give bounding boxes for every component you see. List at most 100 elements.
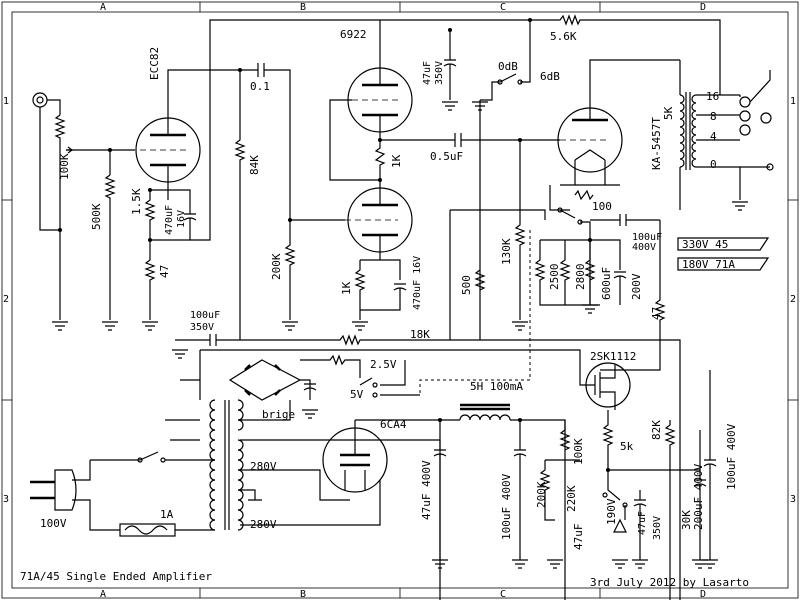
cap-600u (613, 271, 627, 305)
label-r47-b: 47 (650, 307, 663, 320)
label-c100u-400a: 100uF 400V (500, 473, 513, 540)
label-c05u: 0.5uF (430, 150, 463, 163)
output-transformer (679, 60, 741, 210)
resistor-500 (474, 269, 486, 291)
tube-6922-upper (329, 20, 413, 181)
col-label-c: C (500, 2, 506, 13)
col-label-d-bottom: D (700, 589, 706, 600)
resistor-1k-a (374, 140, 386, 180)
label-r47-a: 47 (158, 265, 171, 278)
label-r500: 500 (460, 275, 473, 295)
col-label-d: D (700, 2, 706, 13)
row-label-3: 3 (3, 494, 9, 505)
label-r18k: 18K (410, 328, 430, 341)
label-6ca4: 6CA4 (380, 418, 407, 431)
label-r200k-a: 200K (270, 253, 283, 280)
wire-cathode-ecc82 (150, 189, 191, 210)
resistor-100 (574, 189, 594, 201)
label-v100: 100V (40, 517, 67, 530)
power-switch (90, 451, 215, 461)
cap-47u-c (633, 490, 647, 560)
fil-voltage-switch (359, 360, 420, 396)
resistor-1k5 (144, 190, 156, 250)
label-r200k-b: 200K (535, 481, 548, 508)
label-r30k: 30K (680, 510, 693, 530)
col-label-b: B (300, 2, 306, 13)
cap-470u-b (360, 283, 407, 311)
label-r1k-a: 1K (390, 154, 403, 168)
diagram-credit: 3rd July 2012 by Lasarto (590, 576, 749, 589)
label-c600u: 600uF (600, 267, 613, 300)
cap-200u (693, 470, 707, 560)
cap-100u-400a (513, 420, 527, 560)
label-c100u-a: 100uF (632, 232, 662, 243)
resistor-alt (584, 240, 596, 305)
label-c100u-400b: 100uF 400V (725, 423, 738, 490)
label-c600u-v: 200V (630, 273, 643, 300)
col-label-a: A (100, 2, 106, 13)
resistor-2500 (534, 240, 600, 306)
label-r100k-b: 100K (572, 438, 585, 465)
cap-100u-400b (703, 370, 717, 560)
power-transformer (209, 399, 244, 531)
label-r220k: 220K (565, 485, 578, 512)
label-c47u-400: 47uF 400V (420, 460, 433, 520)
col-label-a-bottom: A (100, 589, 106, 600)
resistor-200k-b (539, 460, 555, 521)
resistor-2800 (559, 240, 571, 305)
resistor-130k (514, 220, 526, 320)
ground-symbols (52, 101, 748, 569)
gain-switch (480, 20, 531, 101)
label-r1k-b: 1K (340, 281, 353, 295)
label-c01: 0.1 (250, 80, 270, 93)
row-label-2: 2 (3, 294, 9, 305)
resistor-5-6k (530, 14, 721, 95)
label-r500k: 500K (90, 203, 103, 230)
row-label-1: 1 (3, 96, 9, 107)
resistor-82k (664, 420, 676, 600)
resistor-fil (300, 354, 361, 378)
cap-fil (303, 383, 317, 391)
label-r2500: 2500 (548, 264, 561, 291)
resistor-47-a (144, 250, 156, 320)
label-c100u-a-v: 400V (632, 242, 656, 253)
label-r5-6k: 5.6K (550, 30, 577, 43)
label-r2800: 2800 (574, 264, 587, 291)
cap-100u-350 (175, 334, 681, 600)
label-r1-5k: 1.5K (130, 188, 143, 215)
label-v280a: 280V (250, 460, 277, 473)
label-sw-0db: 0dB (498, 60, 518, 73)
label-r84k: 84K (248, 155, 261, 175)
tube-6ca4 (322, 420, 388, 493)
col-label-c-bottom: C (500, 589, 506, 600)
label-c100u-350: 100uF (190, 310, 220, 321)
flag-180v (677, 257, 770, 271)
label-v330: 330V 45 (682, 238, 728, 251)
resistor-1k-b (354, 260, 366, 320)
label-fuse: 1A (160, 508, 174, 521)
bridge-rectifier (228, 359, 302, 401)
label-r100k-pot: 100K (58, 153, 71, 180)
cap-47u-350 (443, 30, 457, 100)
row-label-2-right: 2 (790, 294, 796, 305)
label-tap-16: 16 (706, 90, 719, 103)
label-v2-5: 2.5V (370, 358, 397, 371)
row-label-1-right: 1 (790, 96, 796, 107)
resistor-47-b (600, 220, 666, 371)
power-plug (30, 469, 77, 511)
label-c47u-b: 47uF (572, 524, 585, 551)
input-jack (32, 92, 66, 320)
wire-b-plus-top (190, 19, 530, 241)
label-tap-0: 0 (710, 158, 717, 171)
resistor-500k (104, 174, 116, 320)
resistor-100k-b (559, 420, 571, 451)
label-r5k: 5k (620, 440, 634, 453)
resistor-5k (602, 410, 614, 470)
label-c200u: 200uF 400V (692, 463, 705, 530)
label-fet: 2SK1112 (590, 350, 636, 363)
diagram-title: 71A/45 Single Ended Amplifier (20, 570, 212, 583)
label-c47u-350-v: 350V (434, 61, 445, 85)
